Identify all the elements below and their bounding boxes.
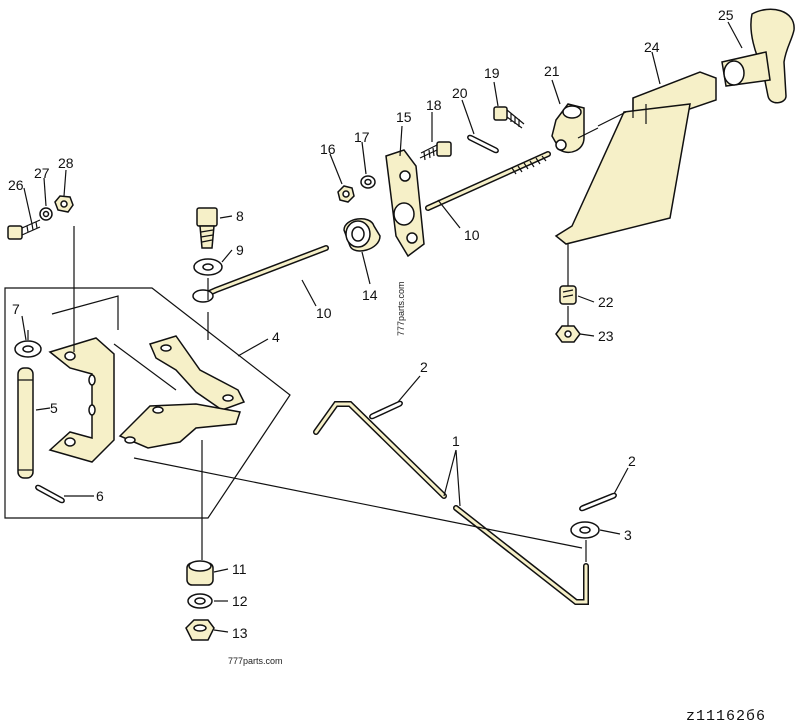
nut-part-23 <box>555 325 581 343</box>
lock-washer-part-12 <box>187 593 213 609</box>
callout-5: 5 <box>50 400 58 416</box>
threaded-rod-part-10-upper <box>425 151 551 211</box>
callout-20: 20 <box>452 85 468 101</box>
screw-part-19 <box>493 106 525 129</box>
cotter-pin-part-20 <box>467 134 499 154</box>
bent-rod-part-1 <box>313 401 589 605</box>
callout-9: 9 <box>236 242 244 258</box>
leader-lines <box>21 21 743 633</box>
callout-17: 17 <box>354 129 370 145</box>
bolt-part-22 <box>559 285 577 305</box>
bracket-part-24 <box>554 71 717 245</box>
callout-24: 24 <box>644 39 660 55</box>
callout-25: 25 <box>718 7 734 23</box>
callout-21: 21 <box>544 63 560 79</box>
bushing-part-14 <box>343 218 381 252</box>
callout-27: 27 <box>34 165 50 181</box>
lock-washer-part-17 <box>360 175 376 189</box>
nut-part-13 <box>185 619 215 641</box>
nut-part-28 <box>54 195 74 213</box>
callout-23: 23 <box>598 328 614 344</box>
callout-12: 12 <box>232 593 248 609</box>
clevis-part-21 <box>551 103 585 154</box>
callout-1: 1 <box>452 433 460 449</box>
bolt-part-26 <box>7 219 41 240</box>
callout-4: 4 <box>272 329 280 345</box>
washer-part-9 <box>193 258 223 276</box>
pin-part-5 <box>17 367 34 479</box>
callout-2-upper: 2 <box>420 359 428 375</box>
lever-lower <box>118 403 241 449</box>
washer-part-3 <box>570 521 600 539</box>
washer-part-7 <box>14 340 42 358</box>
callout-11: 11 <box>232 561 247 577</box>
bolt-part-8 <box>196 207 218 249</box>
plate-part-15 <box>385 149 425 258</box>
callout-18: 18 <box>426 97 442 113</box>
t-handle-part-25 <box>721 8 795 104</box>
nut-part-16 <box>337 185 355 203</box>
watermark-vertical: 777parts.com <box>396 281 406 336</box>
callout-6: 6 <box>96 488 104 504</box>
callout-28: 28 <box>58 155 74 171</box>
callout-26: 26 <box>8 177 24 193</box>
callout-10-upper: 10 <box>464 227 480 243</box>
callout-7: 7 <box>12 301 20 317</box>
spacer-part-11 <box>186 560 214 586</box>
callout-2-lower: 2 <box>628 453 636 469</box>
callout-13: 13 <box>232 625 248 641</box>
cotter-pin-part-2-upper <box>369 400 403 420</box>
callout-14: 14 <box>362 287 378 303</box>
callout-19: 19 <box>484 65 500 81</box>
callout-22: 22 <box>598 294 614 310</box>
watermark-bottom: 777parts.com <box>228 656 283 666</box>
callout-labels: 1 2 2 3 4 5 6 7 8 9 10 10 11 12 13 14 15… <box>8 7 734 641</box>
assembly-boundary <box>4 287 291 519</box>
rod-part-10-lower <box>192 245 329 303</box>
callout-16: 16 <box>320 141 336 157</box>
callout-10-lower: 10 <box>316 305 332 321</box>
figure-code: z11162б6 <box>686 708 766 725</box>
lever-upper <box>148 335 246 411</box>
cotter-pin-part-2-lower <box>579 492 617 512</box>
callout-15: 15 <box>396 109 412 125</box>
callout-8: 8 <box>236 208 244 224</box>
washer-part-27 <box>39 207 53 221</box>
callout-3: 3 <box>624 527 632 543</box>
bolt-part-18 <box>419 141 452 161</box>
u-bracket <box>48 337 115 463</box>
cotter-pin-part-6 <box>35 484 65 504</box>
